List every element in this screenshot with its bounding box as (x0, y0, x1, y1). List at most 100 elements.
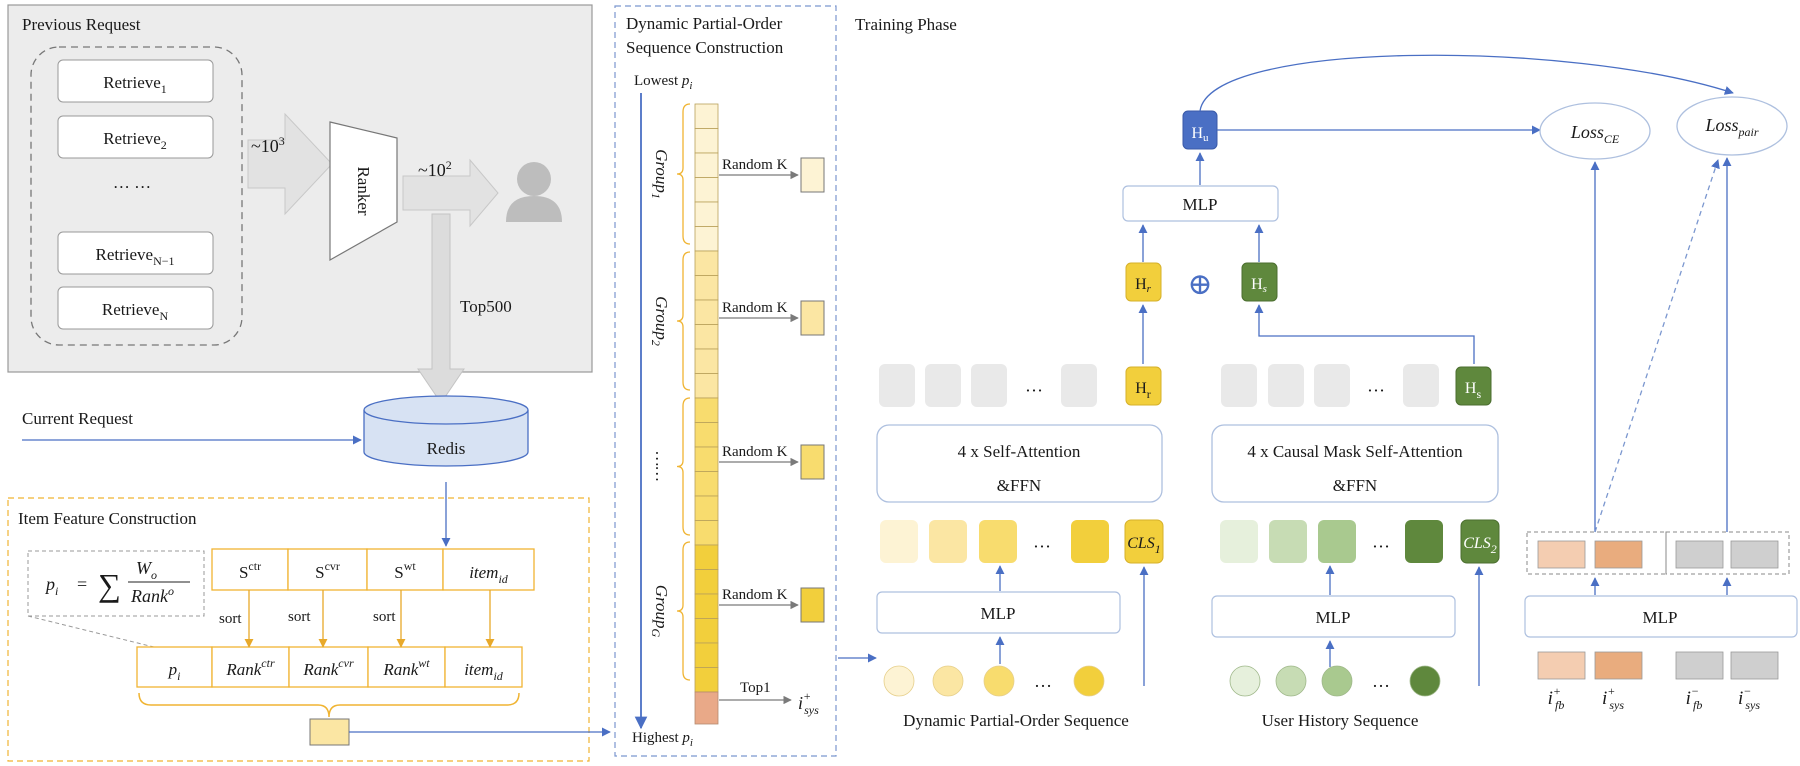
causal-attention-label: 4 x Causal Mask Self-Attention (1247, 442, 1463, 461)
dpo-embedding-row: …CLS1 (880, 519, 1164, 564)
group-brace (676, 541, 691, 681)
ranker-label: Ranker (354, 166, 373, 215)
random-k-label: Random K (722, 157, 788, 173)
sequence-cell (694, 495, 719, 521)
rank-label: itemid (464, 660, 504, 683)
sequence-cell (694, 618, 719, 644)
negative-pair-group (1665, 531, 1790, 575)
sequence-cell (694, 446, 719, 472)
retriever-box (57, 59, 214, 103)
rank-label: Rankctr (225, 656, 275, 679)
pair-input-token (1594, 651, 1643, 680)
cls1-token (1124, 519, 1164, 564)
user-mlp (1211, 595, 1456, 638)
item-feature-construction-panel: Item Feature Construction pi = ∑ Wo Rank… (7, 497, 611, 762)
hs-output-label: Hs (1465, 380, 1482, 401)
output-token (925, 364, 961, 407)
hs-output-token (1455, 366, 1492, 406)
pair-mlp-label: MLP (1643, 608, 1678, 627)
item-feature-token (309, 718, 350, 746)
highest-p-label: Highest pi (632, 730, 693, 749)
output-token (1061, 364, 1097, 407)
random-k-label: Random K (722, 300, 788, 316)
self-attention-output-row: … Hr (879, 364, 1162, 407)
output-token (1403, 364, 1439, 407)
sequence-cell (694, 373, 719, 399)
sequence-cell (694, 569, 719, 595)
count-in-label: ~103 (251, 134, 285, 156)
retriever-box (57, 115, 214, 159)
random-k-samplers: Random K Random K Random K Random K (719, 157, 825, 623)
group-label: Group1 (649, 149, 671, 199)
hr-node (1125, 262, 1162, 302)
pair-embedding-row (1537, 540, 1779, 569)
pair-embedding-token (1675, 540, 1724, 569)
pair-mlp (1524, 595, 1798, 638)
causal-attention-output-row: …Hs (1221, 364, 1492, 407)
current-request-label: Current Request (22, 409, 133, 428)
sequence-cell (694, 544, 719, 570)
hr-output-token (1125, 366, 1162, 406)
pair-item-label: i−fb (1686, 684, 1703, 712)
partial-order-sequence (694, 103, 719, 725)
current-request-section: Current Request Redis (22, 395, 529, 547)
candidate-flow-arrow (247, 112, 333, 216)
retriever-box (57, 231, 214, 275)
previous-request-title: Previous Request (22, 15, 141, 34)
dpo-sequence-item (932, 665, 964, 697)
group-label: GroupG (649, 585, 671, 638)
random-k-label: Random K (722, 444, 788, 460)
top500-flow-arrow (417, 213, 465, 404)
dpo-sequence-item (1073, 665, 1105, 697)
lowest-p-label: Lowest pi (634, 73, 692, 92)
sampled-item (800, 300, 825, 336)
svg-text:=: = (77, 574, 87, 594)
dpo-sequence-label: Dynamic Partial-Order Sequence (903, 711, 1129, 730)
user-embedding-token (1318, 520, 1356, 563)
item-feature-title: Item Feature Construction (18, 509, 197, 528)
hr-output-label: Hr (1135, 380, 1151, 401)
sequence-cell (694, 275, 719, 301)
redis-label: Redis (427, 439, 466, 458)
causal-attention-ffn-label: &FFN (1333, 476, 1377, 495)
score-label: Swt (394, 559, 416, 582)
dpo-embedding-token (1071, 520, 1109, 563)
rank-label: Rankwt (382, 656, 430, 679)
group-label: Group2 (649, 296, 671, 346)
retriever-label: RetrieveN (102, 300, 169, 323)
output-token (1221, 364, 1257, 407)
cls2-token (1460, 519, 1500, 564)
training-phase: Training Phase Hu MLP Hr ⊕ Hs …Hr …Hs 4 … (855, 15, 1798, 730)
svg-text:Ranko: Ranko (130, 584, 174, 606)
svg-text:pi: pi (44, 574, 58, 598)
sequence-cell (694, 250, 719, 276)
top1-label: Top1 (740, 680, 771, 696)
ellipsis: … (1034, 671, 1052, 691)
causal-attention-block (1211, 424, 1499, 503)
sequence-cell (694, 593, 719, 619)
dpo-title-line2: Sequence Construction (626, 38, 784, 57)
retriever-box (57, 286, 214, 330)
user-history-items: … (1229, 665, 1441, 697)
dpo-mlp (876, 591, 1121, 634)
sort-arrows: sort sort sort (219, 590, 495, 648)
hs-label: Hs (1251, 276, 1267, 295)
ellipsis: … (1025, 376, 1043, 396)
retriever-label: Retrieve1 (103, 73, 167, 96)
self-attention-label: 4 x Self-Attention (958, 442, 1081, 461)
svg-text:∑: ∑ (98, 567, 121, 603)
self-attention-ffn-label: &FFN (997, 476, 1041, 495)
user-history-item (1409, 665, 1441, 697)
random-k-label: Random K (722, 587, 788, 603)
fusion-mlp-label: MLP (1183, 195, 1218, 214)
output-token (1268, 364, 1304, 407)
pair-embedding-token (1594, 540, 1643, 569)
pair-input-token (1730, 651, 1779, 680)
training-phase-title: Training Phase (855, 15, 957, 34)
user-embedding-token (1220, 520, 1258, 563)
ellipsis: … (1033, 532, 1051, 552)
pair-embedding-token (1537, 540, 1586, 569)
